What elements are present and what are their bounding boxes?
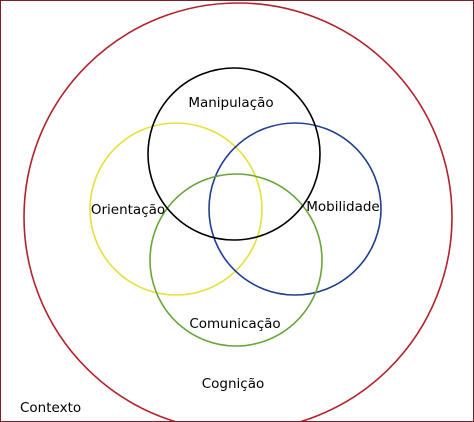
communication-circle <box>149 173 323 347</box>
communication-label: Comunicação <box>189 316 280 332</box>
manipulation-circle <box>147 67 321 241</box>
context-label: Contexto <box>20 400 81 416</box>
cognition-outer-circle <box>23 2 453 421</box>
orientation-label: Orientação <box>91 202 165 218</box>
orientation-circle <box>89 122 263 296</box>
manipulation-label: Manipulação <box>188 95 273 111</box>
mobility-label: Mobilidade <box>306 199 379 215</box>
mobility-circle <box>208 122 382 296</box>
cognition-label: Cognição <box>202 376 265 392</box>
